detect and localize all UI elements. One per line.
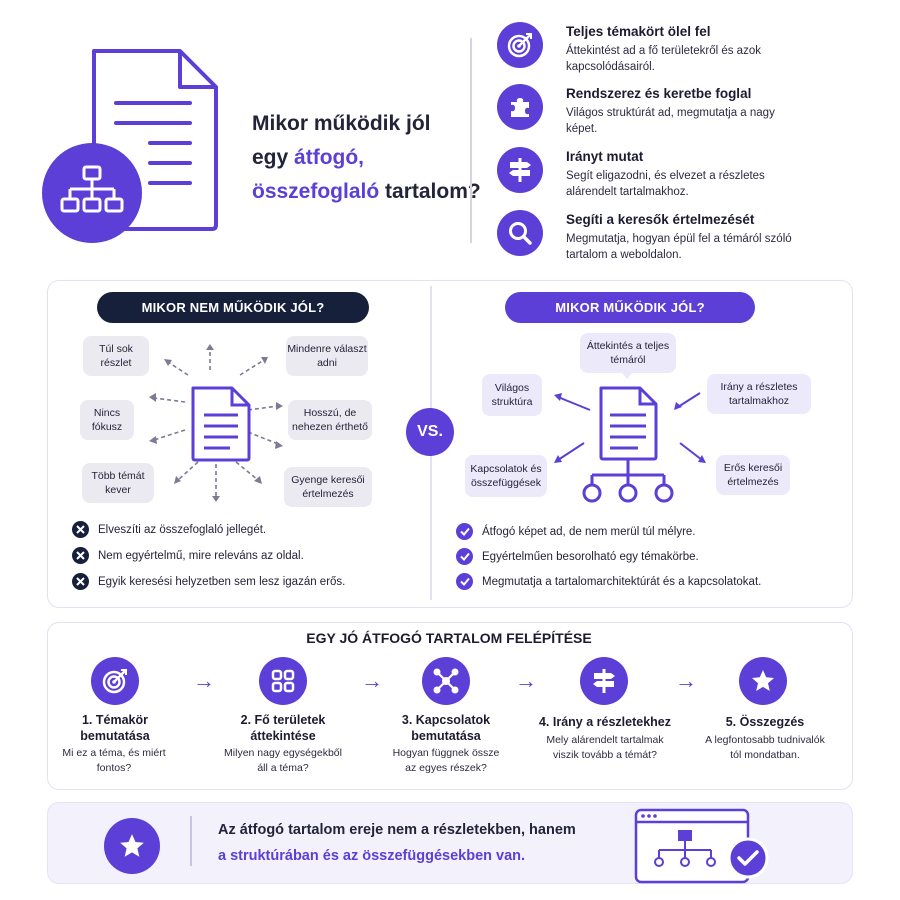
arrow-right-icon: → (675, 668, 697, 693)
question-text: tartalom? (379, 180, 481, 203)
feature-desc: Világos struktúrát ad, megmutatja a nagy… (566, 107, 775, 135)
good-bubble: Erős keresői értelmezés (716, 455, 790, 495)
signpost-icon (580, 657, 628, 705)
vs-badge: VS. (406, 408, 454, 456)
feature-item: Rendszerez és keretbe foglal Világos str… (497, 84, 877, 142)
good-bubble: Világos struktúra (482, 374, 542, 416)
question-line-1: Mikor működik jól (252, 112, 431, 135)
footer-line-1: Az átfogó tartalom ereje nem a részletek… (218, 822, 576, 838)
arrow-right-icon: → (515, 668, 537, 693)
feature-title: Segíti a keresők értelmezését (566, 212, 755, 227)
good-structure (554, 386, 706, 503)
footer-divider (190, 816, 192, 866)
step-desc: Hogyan függnek össze az egyes részek? (392, 747, 500, 774)
target-icon (497, 22, 543, 68)
step-desc: Mely alárendelt tartalmak viszik tovább … (546, 734, 664, 761)
good-bubble: Áttekintés a teljes témáról (580, 333, 676, 373)
list-item: Átfogó képet ad, de nem merül túl mélyre… (456, 523, 696, 540)
footer-line-2: a struktúrában és az összefüggésekben va… (218, 848, 526, 864)
bad-title: MIKOR NEM MŰKÖDIK JÓL? (97, 292, 369, 323)
good-bubble: Kapcsolatok és összefüggések (465, 455, 547, 497)
step-title: 3. Kapcsolatok bemutatása (401, 713, 491, 743)
question-accent: összefoglaló (252, 180, 380, 203)
question-accent: átfogó, (294, 146, 365, 169)
check-icon (456, 523, 473, 540)
list-item-text: Átfogó képet ad, de nem merül túl mélyre… (482, 525, 696, 538)
step-desc: Milyen nagy egységekből áll a téma? (224, 747, 342, 774)
steps-title: EGY JÓ ÁTFOGÓ TARTALOM FELÉPÍTÉSE (306, 630, 592, 646)
browser-sitemap-illustration (634, 808, 769, 884)
list-item: Egyértelműen besorolható egy témakörbe. (456, 548, 699, 565)
bubble-tail (621, 372, 633, 379)
list-item: Nem egyértelmű, mire releváns az oldal. (72, 547, 304, 564)
good-title: MIKOR MŰKÖDIK JÓL? (505, 292, 755, 323)
arrow-right-icon: → (361, 668, 383, 693)
star-icon (104, 818, 160, 874)
list-item: Egyik keresési helyzetben sem lesz igazá… (72, 573, 345, 590)
list-item-text: Elveszíti az összefoglaló jellegét. (98, 523, 267, 536)
step-title: 5. Összegzés (725, 715, 805, 729)
feature-title: Rendszerez és keretbe foglal (566, 86, 752, 101)
question-line-3: összefoglaló tartalom? (252, 180, 481, 204)
header-divider (470, 38, 472, 243)
puzzle-icon (497, 84, 543, 130)
list-item: Elveszíti az összefoglaló jellegét. (72, 521, 266, 538)
feature-item: Irányt mutat Segít eligazodni, és elveze… (497, 147, 877, 205)
x-icon (72, 547, 89, 564)
step-title: 1. Témakör bemutatása (80, 713, 150, 743)
steps-panel (47, 622, 853, 790)
document-illustration (42, 49, 218, 243)
search-icon (497, 210, 543, 256)
feature-desc: Áttekintést ad a fő területekről és azok… (566, 45, 761, 73)
feature-title: Irányt mutat (566, 149, 644, 164)
list-item-text: Nem egyértelmű, mire releváns az oldal. (98, 549, 304, 562)
check-icon (456, 548, 473, 565)
question-text: egy (252, 146, 295, 169)
grid-icon (259, 657, 307, 705)
x-icon (72, 521, 89, 538)
star-icon (739, 657, 787, 705)
step-title: 2. Fő területek áttekintése (240, 713, 326, 743)
bad-arrows (149, 344, 283, 502)
bad-bubble: Gyenge keresői értelmezés (284, 467, 372, 507)
bad-bubble: Mindenre választ adni (286, 336, 368, 376)
step-desc: Mi ez a téma, és miért fontos? (62, 747, 166, 774)
bad-bubble: Hosszú, de nehezen érthető (288, 400, 372, 440)
question-line-2: egy átfogó, (252, 146, 364, 170)
check-icon (456, 573, 473, 590)
x-icon (72, 573, 89, 590)
bad-list: Elveszíti az összefoglaló jellegét. Nem … (72, 521, 412, 593)
network-icon (422, 657, 470, 705)
bad-bubble: Túl sok részlet (83, 336, 149, 376)
feature-desc: Segít eligazodni, és elvezet a részletes… (566, 170, 765, 198)
feature-title: Teljes témakört ölel fel (566, 24, 711, 39)
signpost-icon (497, 147, 543, 193)
step-desc: A legfontosabb tudnivalók tól mondatban. (705, 734, 825, 761)
feature-item: Teljes témakört ölel fel Áttekintést ad … (497, 22, 877, 80)
target-icon (91, 657, 139, 705)
bad-bubble: Több témát kever (82, 463, 154, 503)
feature-item: Segíti a keresők értelmezését Megmutatja… (497, 210, 877, 268)
list-item-text: Egyik keresési helyzetben sem lesz igazá… (98, 575, 346, 588)
good-bubble: Irány a részletes tartalmakhoz (707, 374, 811, 414)
arrow-right-icon: → (193, 668, 215, 693)
list-item-text: Egyértelműen besorolható egy témakörbe. (482, 550, 699, 563)
step-title: 4. Irány a részletekhez (538, 715, 672, 729)
document-icon (191, 386, 251, 462)
list-item-text: Megmutatja a tartalomarchitektúrát és a … (482, 575, 762, 588)
good-list: Átfogó képet ad, de nem merül túl mélyre… (456, 523, 836, 595)
feature-desc: Megmutatja, hogyan épül fel a témáról sz… (566, 233, 792, 261)
list-item: Megmutatja a tartalomarchitektúrát és a … (456, 573, 761, 590)
bad-bubble: Nincs fókusz (80, 400, 134, 440)
